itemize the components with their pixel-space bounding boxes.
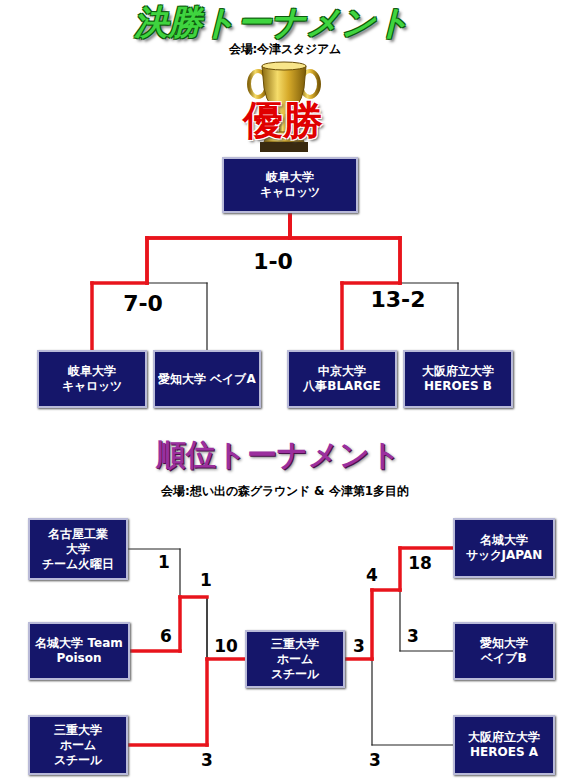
score-label: 1 xyxy=(158,554,170,571)
winning-line xyxy=(90,283,94,350)
bracket-line xyxy=(400,650,453,651)
winning-line xyxy=(372,588,400,592)
score-label: 3 xyxy=(369,752,381,769)
winning-line xyxy=(147,236,290,240)
winning-line xyxy=(130,649,180,653)
champion-label: 優勝 xyxy=(243,100,323,140)
winning-line xyxy=(207,657,245,661)
venue-label: 会場:今津スタジアム xyxy=(229,43,342,55)
winning-line xyxy=(398,238,402,283)
team-box: 愛知大学 ベイブB xyxy=(453,622,555,680)
team-name: 三重大学 ホーム スチール xyxy=(257,637,333,682)
bracket-line xyxy=(206,597,207,659)
winning-line xyxy=(128,743,207,747)
bracket-connector xyxy=(128,659,245,745)
winning-line xyxy=(370,590,374,659)
bracket-connector xyxy=(290,213,400,350)
bracket-line xyxy=(399,590,400,651)
team-box: 岐阜大学 キャロッツ xyxy=(222,157,358,213)
score-label: 7-0 xyxy=(123,293,163,315)
team-box: 三重大学 ホーム スチール xyxy=(245,630,345,688)
winning-line xyxy=(345,657,372,661)
bracket-line xyxy=(371,590,372,659)
bracket-connector xyxy=(290,213,458,350)
winning-line xyxy=(398,238,402,283)
bracket-line xyxy=(345,658,372,659)
winning-line xyxy=(290,236,400,240)
bracket-line xyxy=(128,548,180,549)
winning-line xyxy=(288,213,292,238)
score-label: 3 xyxy=(407,628,419,645)
winning-line xyxy=(288,213,292,238)
bracket-line xyxy=(371,659,372,745)
main-title: 決勝トーナメント xyxy=(134,5,411,39)
score-label: 1-0 xyxy=(253,251,293,273)
bracket-connector xyxy=(128,549,245,659)
bracket-line xyxy=(206,283,207,350)
section-heading: 順位トーナメント xyxy=(156,440,401,470)
winning-line xyxy=(147,236,290,240)
winning-line xyxy=(145,238,149,283)
bracket-line xyxy=(372,589,400,590)
winning-line xyxy=(288,213,292,238)
winning-line xyxy=(92,281,147,285)
venue-label: 会場:想い出の森グラウンド & 今津第1多目的 xyxy=(161,485,409,497)
bracket-connector xyxy=(92,213,290,350)
bracket-line xyxy=(180,596,207,597)
team-name: 名古屋工業 大学 チーム火曜日 xyxy=(40,527,116,572)
team-name: 名城大学 サックJAPAN xyxy=(458,533,550,563)
score-label: 6 xyxy=(160,628,172,645)
score-label: 3 xyxy=(201,752,213,769)
bracket-line xyxy=(147,282,207,283)
bracket-connector xyxy=(130,597,245,659)
team-name: 岐阜大学 キャロッツ xyxy=(241,170,339,200)
bracket-connector xyxy=(147,213,290,350)
score-label: 18 xyxy=(408,555,432,572)
team-box: 大阪府立大学 HEROES B xyxy=(403,350,513,408)
winning-line xyxy=(290,236,400,240)
winning-line xyxy=(342,281,400,285)
winning-line xyxy=(288,213,292,238)
team-box: 名城大学 Team Poison xyxy=(28,622,130,680)
team-name: 中京大学 八事BLARGE xyxy=(293,364,391,394)
team-name: 三重大学 ホーム スチール xyxy=(40,723,116,768)
bracket-line xyxy=(345,658,372,659)
team-name: 名城大学 Team Poison xyxy=(33,636,125,666)
bracket-line xyxy=(207,658,245,659)
team-box: 岐阜大学 キャロッツ xyxy=(37,350,147,408)
winning-line xyxy=(205,659,209,745)
score-label: 1 xyxy=(200,572,212,589)
bracket-connector xyxy=(345,548,453,659)
team-name: 愛知大学 ベイブB xyxy=(458,636,550,666)
winning-line xyxy=(398,548,402,590)
bracket-connector xyxy=(345,590,453,659)
winning-line xyxy=(340,283,344,350)
team-name: 愛知大学 ベイブA xyxy=(158,372,255,387)
score-label: 3 xyxy=(353,638,365,655)
team-box: 中京大学 八事BLARGE xyxy=(287,350,397,408)
score-label: 13-2 xyxy=(370,289,425,311)
winning-line xyxy=(180,595,207,599)
winning-line xyxy=(400,546,453,550)
team-name: 岐阜大学 キャロッツ xyxy=(43,364,141,394)
bracket-line xyxy=(400,282,458,283)
team-box: 大阪府立大学 HEROES A xyxy=(453,715,555,775)
bracket-line xyxy=(179,549,180,597)
bracket-line xyxy=(457,283,458,350)
team-box: 名城大学 サックJAPAN xyxy=(453,518,555,578)
score-label: 4 xyxy=(366,567,378,584)
bracket-line xyxy=(206,597,207,659)
bracket-line xyxy=(207,658,245,659)
team-box: 三重大学 ホーム スチール xyxy=(28,715,128,775)
bracket-line xyxy=(372,744,453,745)
bracket-connector xyxy=(345,659,453,745)
team-name: 大阪府立大学 HEROES B xyxy=(409,364,507,394)
team-name: 大阪府立大学 HEROES A xyxy=(458,730,550,760)
team-box: 愛知大学 ベイブA xyxy=(153,350,261,408)
winning-line xyxy=(145,238,149,283)
winning-line xyxy=(178,597,182,651)
score-label: 10 xyxy=(214,638,238,655)
team-box: 名古屋工業 大学 チーム火曜日 xyxy=(28,518,128,580)
